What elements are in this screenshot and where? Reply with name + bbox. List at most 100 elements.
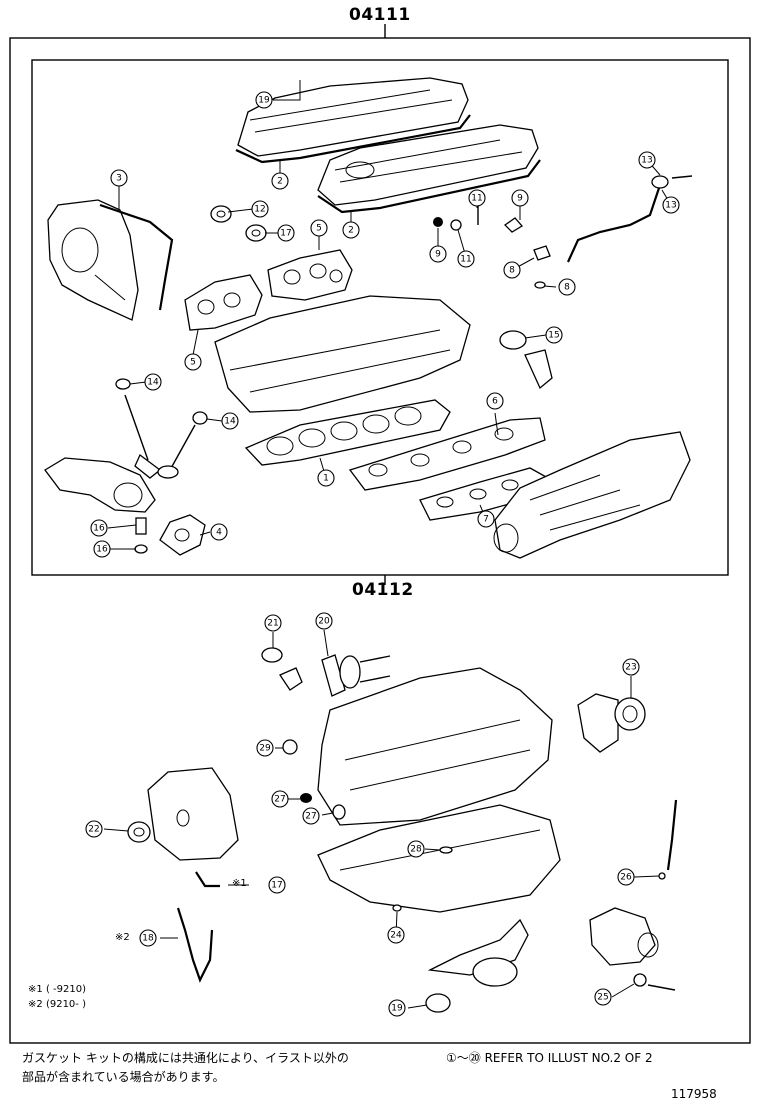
- housing-part-15: [524, 349, 553, 390]
- callout-19: 19: [388, 999, 406, 1017]
- callout-number: 27: [305, 812, 316, 822]
- callout-25: 25: [594, 988, 612, 1006]
- hose-part-17: [195, 871, 220, 888]
- callout-number: 24: [390, 931, 402, 941]
- callout-24: 24: [387, 926, 405, 944]
- plug-part-16a: [135, 517, 147, 535]
- cylinder-head: [214, 295, 471, 413]
- rear-oil-seal-part-23: [614, 697, 646, 731]
- inlet-pipe: [359, 655, 391, 683]
- refer-note: ①～⑳ REFER TO ILLUST NO.2 OF 2: [446, 1049, 653, 1066]
- callout-number: 11: [471, 194, 482, 204]
- callout-number: 3: [116, 174, 122, 184]
- seal-retainer: [577, 693, 619, 753]
- callout-number: 14: [224, 417, 236, 427]
- callout-27: 27: [302, 807, 320, 825]
- callout-number: 2: [348, 226, 354, 236]
- japanese-note-line-1: ガスケット キットの構成には共通化により、イラスト以外の: [22, 1051, 349, 1065]
- manifold-gasket-part-6: [348, 417, 546, 491]
- callout-21: 21: [264, 614, 282, 632]
- callout-number: 19: [391, 1004, 403, 1014]
- callout-4: 4: [210, 523, 228, 541]
- callout-3: 3: [110, 169, 128, 187]
- valve-stem-2: [157, 424, 196, 479]
- intake-gasket-part-5b: [184, 274, 263, 331]
- callout-19: 19: [255, 91, 273, 109]
- timing-belt-cover: [47, 199, 174, 321]
- callout-number: 8: [509, 266, 515, 276]
- callout-13: 13: [662, 196, 680, 214]
- callout-number: 21: [267, 619, 278, 629]
- intake-gasket-part-5a: [267, 249, 353, 301]
- inner-frame-04111: [31, 59, 729, 576]
- callout-number: 5: [190, 358, 196, 368]
- callout-22: 22: [85, 820, 103, 838]
- callout-17: 17: [277, 224, 295, 242]
- callout-7: 7: [477, 510, 495, 528]
- gasket-part-21: [261, 647, 283, 663]
- fitting-part-9b: [503, 217, 524, 233]
- water-outlet: [589, 907, 659, 966]
- water-inlet: [339, 655, 361, 689]
- callout-20: 20: [315, 612, 333, 630]
- callout-5: 5: [184, 353, 202, 371]
- note-2-mark: ※2: [28, 999, 43, 1010]
- callout-26: 26: [617, 868, 635, 886]
- callout-2: 2: [271, 172, 289, 190]
- callout-number: 25: [597, 993, 608, 1003]
- callout-5: 5: [310, 219, 328, 237]
- oil-strainer: [425, 918, 529, 1013]
- callout-number: 17: [280, 229, 291, 239]
- intake-manifold: [493, 431, 691, 559]
- callout-number: 20: [318, 617, 330, 627]
- o-ring-part-29: [282, 739, 298, 755]
- callout-number: 17: [271, 881, 282, 891]
- callout-17: 17: [268, 876, 286, 894]
- japanese-note-line-2: 部品が含まれている場合があります。: [22, 1070, 225, 1084]
- flange-gasket-part-4: [159, 514, 206, 556]
- kit-header-04111: 04111: [349, 5, 411, 25]
- callout-16: 16: [90, 519, 108, 537]
- head-gasket: [244, 399, 451, 466]
- seal-part-17: [245, 224, 267, 242]
- callout-27: 27: [271, 790, 289, 808]
- outer-frame: [9, 37, 751, 1044]
- washer-part-8b: [534, 281, 546, 289]
- callout-number: 16: [93, 524, 105, 534]
- callout-18: 18: [139, 929, 157, 947]
- ring-part-16b: [134, 544, 148, 554]
- callout-15: 15: [545, 326, 563, 344]
- stem-seal-part-14a: [115, 378, 131, 390]
- note-2: ※2 (9210- ): [28, 999, 86, 1010]
- oil-seal-part-22: [127, 821, 151, 843]
- gasket-part-18: [176, 907, 214, 983]
- callout-number: 12: [254, 205, 265, 215]
- callout-11: 11: [457, 250, 475, 268]
- callout-number: 23: [625, 663, 636, 673]
- callout-1: 1: [317, 469, 335, 487]
- callout-8: 8: [503, 261, 521, 279]
- callout-6: 6: [486, 392, 504, 410]
- pipe-assembly-part-13: [566, 175, 693, 263]
- callout-number: 4: [216, 528, 222, 538]
- callout-8: 8: [558, 278, 576, 296]
- gasket-part-25: [633, 973, 647, 987]
- callout-number: 9: [517, 194, 523, 204]
- seal-part-12: [210, 205, 232, 223]
- exhaust-elbow: [44, 457, 156, 513]
- callout-11: 11: [468, 189, 486, 207]
- callout-number: 5: [316, 224, 322, 234]
- valve-cover-right: [317, 124, 541, 214]
- note-1: ※1 ( -9210): [28, 984, 86, 995]
- callout-13: 13: [638, 151, 656, 169]
- callout-number: 22: [88, 825, 99, 835]
- callout-number: 27: [274, 795, 285, 805]
- callout-number: 13: [641, 156, 652, 166]
- callout-number: 26: [620, 873, 632, 883]
- callout-2: 2: [342, 221, 360, 239]
- callout-number: 29: [259, 744, 271, 754]
- callout-14: 14: [221, 412, 239, 430]
- callout-number: 7: [483, 515, 489, 525]
